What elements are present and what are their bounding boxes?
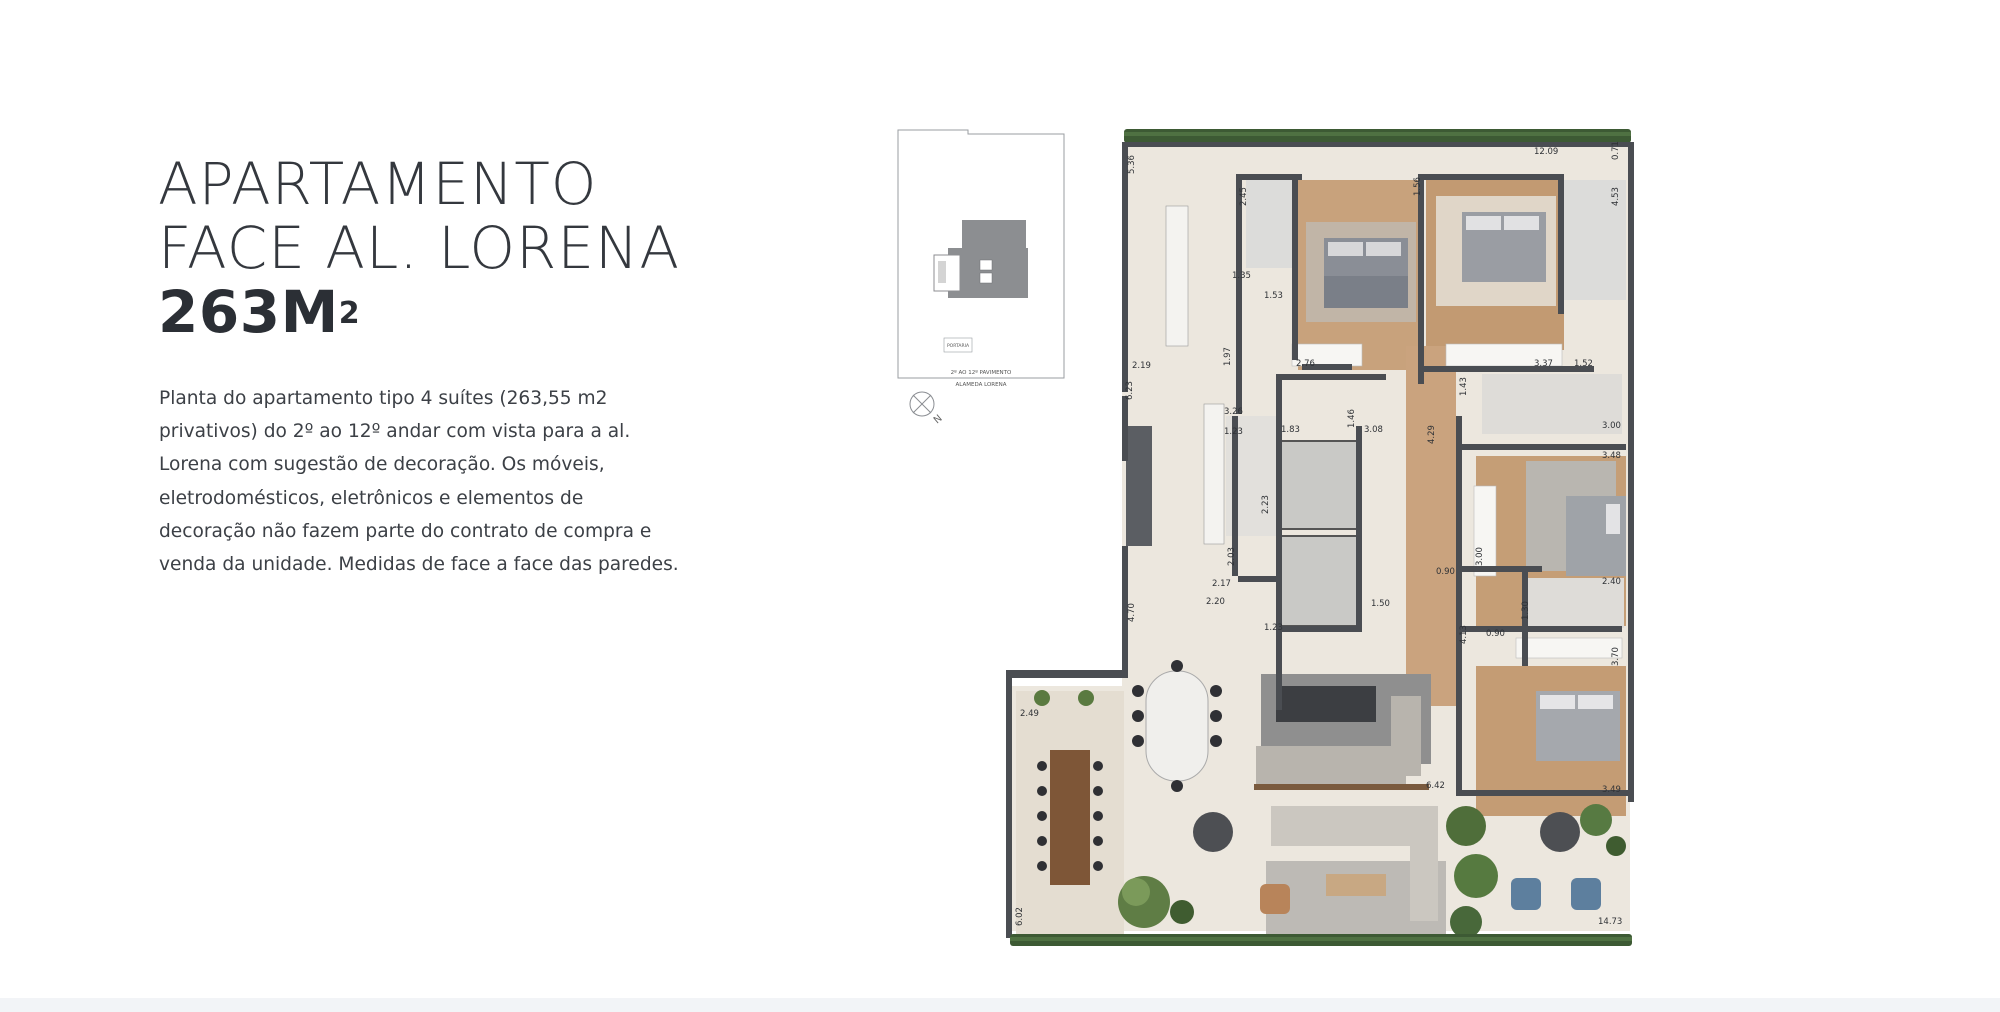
top-hedge bbox=[1124, 129, 1631, 143]
title-line-2: FACE AL. LORENA bbox=[158, 214, 681, 282]
dimension-label: 3.37 bbox=[1534, 359, 1553, 369]
dimension-label: 3.26 bbox=[1224, 407, 1243, 417]
dimension-label: 2.17 bbox=[1212, 579, 1231, 589]
dimension-label: 1.46 bbox=[1347, 409, 1357, 428]
footer-divider bbox=[0, 998, 2000, 1012]
key-plan-portaria-box bbox=[943, 337, 973, 353]
bathroom-floor bbox=[1564, 180, 1626, 300]
bathroom-floor bbox=[1482, 374, 1622, 434]
dimension-label: 1.52 bbox=[1574, 359, 1593, 369]
dimension-label: 2.40 bbox=[1602, 577, 1621, 587]
area-value: 263M bbox=[158, 278, 339, 346]
key-plan-floor-label: 2º AO 12º PAVIMENTO bbox=[951, 369, 1012, 376]
dimension-label: 1.30 bbox=[1521, 601, 1531, 620]
dimension-label: 4.70 bbox=[1127, 603, 1137, 622]
dimension-label: 3.08 bbox=[1364, 425, 1383, 435]
key-plan-core bbox=[979, 272, 993, 284]
dimension-label: 1.43 bbox=[1459, 377, 1469, 396]
bathroom-floor bbox=[1246, 180, 1294, 268]
title-block: APARTAMENTO FACE AL. LORENA 263M2 bbox=[158, 152, 718, 344]
key-plan-street-label: ALAMEDA LORENA bbox=[956, 382, 1007, 388]
terrace-round-table bbox=[1540, 812, 1580, 852]
dimension-label: 2.76 bbox=[1296, 359, 1315, 369]
dimension-label: 12.09 bbox=[1534, 147, 1558, 157]
closet bbox=[1473, 485, 1497, 577]
description-line: privativos) do 2º ao 12º andar com vista… bbox=[159, 421, 631, 443]
terrace-round-table bbox=[1193, 812, 1233, 852]
north-label: N bbox=[932, 413, 945, 426]
dimension-label: 1.23 bbox=[1224, 427, 1243, 437]
kitchen-island bbox=[1126, 426, 1152, 546]
area-superscript: 2 bbox=[338, 296, 361, 331]
description-line: Planta do apartamento tipo 4 suítes (263… bbox=[159, 388, 608, 409]
dimension-label: 6.02 bbox=[1015, 907, 1025, 926]
key-plan-portaria-label: PORTARIA bbox=[947, 343, 970, 349]
dimension-label: 2.45 bbox=[1239, 187, 1249, 206]
key-plan-apartment-highlight bbox=[938, 261, 946, 283]
bathroom-floor bbox=[1528, 578, 1624, 628]
key-plan-core bbox=[979, 259, 993, 271]
dimension-label: 1.56 bbox=[1413, 177, 1423, 196]
description-line: eletrodomésticos, eletrônicos e elemento… bbox=[159, 487, 584, 509]
bed bbox=[1324, 238, 1408, 308]
dimension-label: 2.49 bbox=[1020, 709, 1039, 719]
elevator bbox=[1280, 535, 1362, 627]
dimension-label: 0.90 bbox=[1486, 629, 1505, 639]
dimension-label: 1.35 bbox=[1232, 271, 1251, 281]
plants bbox=[1034, 690, 1626, 938]
dimension-label: 1.97 bbox=[1223, 347, 1233, 366]
dining-table bbox=[1132, 660, 1222, 792]
dimension-label: 1.23 bbox=[1264, 623, 1283, 633]
north-arrow-icon bbox=[909, 391, 935, 417]
terrace-table bbox=[1037, 750, 1103, 885]
kitchen-counter bbox=[1165, 205, 1189, 347]
bed bbox=[1536, 691, 1620, 761]
dimension-label: 1.53 bbox=[1264, 291, 1283, 301]
dimension-label: 0.90 bbox=[1436, 567, 1455, 577]
dimension-label: 2.19 bbox=[1132, 361, 1151, 371]
dimension-label: 14.73 bbox=[1598, 917, 1622, 927]
area-heading: 263M2 bbox=[158, 280, 718, 344]
dimension-label: 3.49 bbox=[1602, 785, 1621, 795]
dimension-label: 3.00 bbox=[1475, 547, 1485, 566]
sofa bbox=[1256, 686, 1421, 786]
closet bbox=[1515, 637, 1623, 659]
dimension-label: 1.50 bbox=[1371, 599, 1390, 609]
dimension-label: 3.70 bbox=[1611, 647, 1621, 666]
terrace-sofa bbox=[1271, 806, 1438, 921]
dimension-label: 2.20 bbox=[1206, 597, 1225, 607]
dimension-label: 2.23 bbox=[1261, 495, 1271, 514]
bottom-hedge bbox=[1010, 934, 1632, 946]
key-plan-apartment-highlight bbox=[933, 254, 961, 292]
kitchen-counter bbox=[1203, 403, 1225, 545]
floor-plan: 12.09 0.71 5.36 2.45 1.56 4.53 1.35 1.53… bbox=[1006, 129, 1634, 946]
dimension-label: 6.23 bbox=[1125, 381, 1135, 400]
dimension-labels: 12.09 0.71 5.36 2.45 1.56 4.53 1.35 1.53… bbox=[1015, 141, 1622, 927]
dimension-label: 0.71 bbox=[1611, 141, 1621, 160]
dimension-label: 4.53 bbox=[1611, 187, 1621, 206]
dimension-label: 4.13 bbox=[1459, 625, 1469, 644]
description-line: decoração não fazem parte do contrato de… bbox=[159, 520, 652, 542]
elevator bbox=[1280, 440, 1362, 530]
title-line-1: APARTAMENTO bbox=[158, 150, 598, 218]
dimension-label: 1.83 bbox=[1281, 425, 1300, 435]
key-plan: PORTARIA 2º AO 12º PAVIMENTO ALAMEDA LOR… bbox=[897, 129, 1065, 426]
dimension-label: 6.42 bbox=[1426, 781, 1445, 791]
dimension-label: 5.36 bbox=[1127, 155, 1137, 174]
dimension-label: 4.29 bbox=[1427, 425, 1437, 444]
dimension-label: 3.48 bbox=[1602, 451, 1621, 461]
description-line: venda da unidade. Medidas de face a face… bbox=[159, 554, 679, 576]
corridor-floor bbox=[1406, 346, 1456, 706]
dimension-label: 2.03 bbox=[1227, 547, 1237, 566]
bed bbox=[1462, 212, 1546, 282]
armchairs bbox=[1260, 878, 1601, 914]
dimension-label: 3.00 bbox=[1602, 421, 1621, 431]
tv-panel bbox=[1254, 784, 1429, 790]
walls bbox=[1006, 142, 1634, 938]
description: Planta do apartamento tipo 4 suítes (263… bbox=[159, 382, 719, 581]
bed bbox=[1566, 496, 1626, 576]
description-line: Lorena com sugestão de decoração. Os móv… bbox=[159, 454, 605, 476]
